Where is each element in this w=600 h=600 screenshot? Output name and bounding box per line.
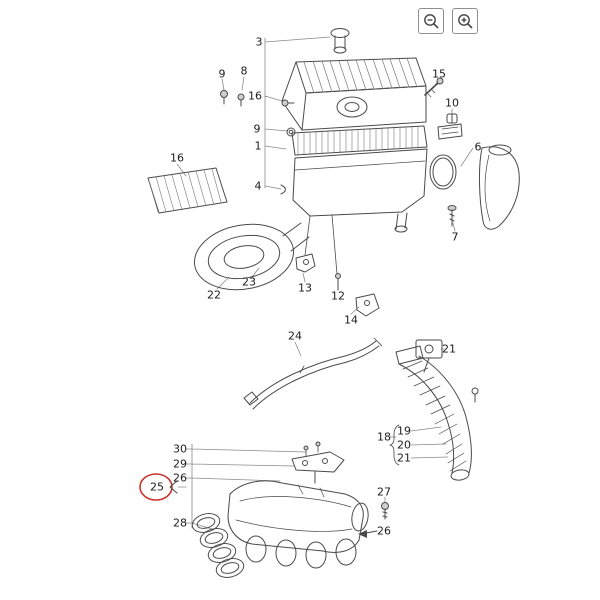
part-number-label[interactable]: 10 [445,96,459,110]
filter-element [147,167,228,214]
leader-lines [176,36,474,530]
part-number-label[interactable]: 1 [254,139,262,153]
right-side-parts [424,77,520,230]
air-cleaner-cover [281,57,427,131]
part-number-label[interactable]: 20 [397,438,411,452]
part-number-label[interactable]: 19 [397,424,411,438]
part-number-label[interactable]: 18 [377,430,391,444]
part-number-label[interactable]: 6 [474,140,482,154]
air-cleaner-housing [292,148,428,275]
magnifier-plus-icon [458,14,473,29]
part-number-label[interactable]: 9 [218,67,226,81]
magnifier-minus-icon [424,14,439,29]
cap-part [330,28,350,54]
intake-manifold [227,441,369,569]
part-number-label[interactable]: 25 [150,480,164,494]
manifold-bolt [381,502,389,520]
part-number-label[interactable]: 30 [173,442,187,456]
zoom-out-button[interactable] [418,8,444,34]
zoom-controls [418,8,478,34]
part-number-label[interactable]: 27 [377,485,391,499]
part-number-label[interactable]: 7 [451,230,459,244]
selection-arrow-icon [169,480,178,494]
part-number-label[interactable]: 12 [331,289,345,303]
vent-hose [243,337,383,410]
part-number-label[interactable]: 21 [397,451,411,465]
part-number-label[interactable]: 28 [173,516,187,530]
part-number-label[interactable]: 26 [173,471,187,485]
part-number-label[interactable]: 23 [242,275,256,289]
part-number-label[interactable]: 24 [288,329,302,343]
part-number-label[interactable]: 8 [240,64,248,78]
part-number-label[interactable]: 29 [173,457,187,471]
support-brackets [295,253,380,317]
intake-air-duct [193,223,295,291]
part-number-label[interactable]: 22 [207,288,221,302]
small-fasteners [220,90,296,195]
part-number-label[interactable]: 16 [248,89,262,103]
gasket-stack [191,513,245,578]
part-number-label[interactable]: 13 [298,281,312,295]
part-number-label[interactable]: 4 [254,179,262,193]
part-number-label[interactable]: 21 [442,342,456,356]
zoom-in-button[interactable] [452,8,478,34]
hose-bracket [415,339,443,373]
corrugated-hose [389,345,479,481]
arrow-26 [358,530,378,538]
part-number-label[interactable]: 26 [377,524,391,538]
part-number-label[interactable]: 15 [432,67,446,81]
air-filter-band [291,125,428,156]
part-number-label[interactable]: 16 [170,151,184,165]
part-number-label[interactable]: 9 [253,122,261,136]
selected-part-highlight [139,473,173,501]
part-number-label[interactable]: 14 [344,313,358,327]
part-number-label[interactable]: 3 [255,35,263,49]
